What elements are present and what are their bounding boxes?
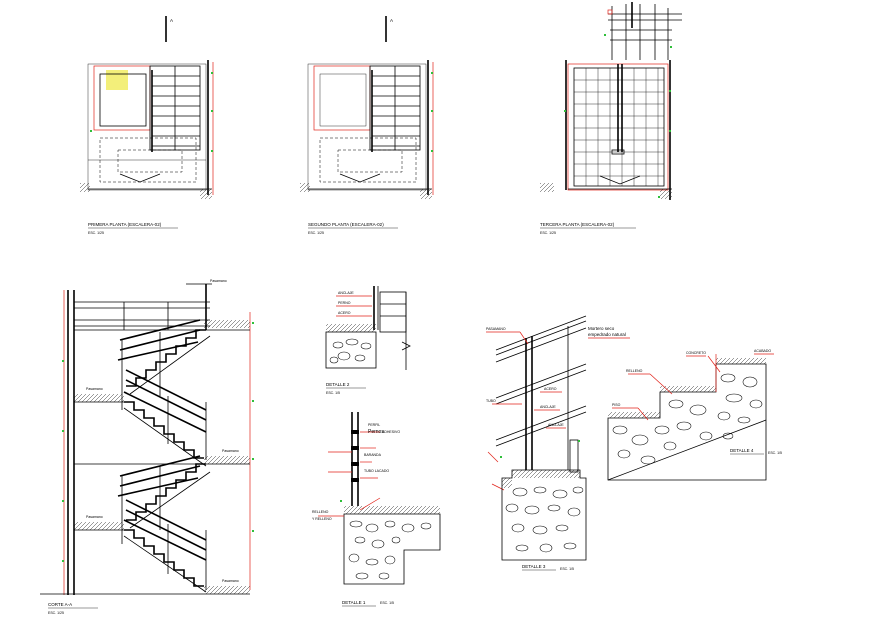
detail-3-label-1: PASAMANO (486, 327, 506, 331)
detail-4-title: DETALLE 4 (730, 448, 754, 453)
section-label-1: Pasamano (86, 387, 103, 391)
svg-text:CONCRETO: CONCRETO (686, 351, 706, 355)
detail-3-scale: ESC. 1/5 (560, 567, 574, 571)
detail-4-scale: ESC. 1/5 (768, 451, 782, 455)
svg-text:Pasamano: Pasamano (210, 279, 227, 283)
detail-4: Mortero seco empedrado natural (588, 326, 782, 481)
detail-2: ANCLAJE PERNO ACERO DETALLE 2 ESC. 1/5 (325, 286, 411, 395)
section-label-3: Pasamano (222, 579, 239, 583)
plan-2-title: SEGUNDO PLANTA (ESCALERA-02) (308, 222, 384, 227)
plan-1-title: PRIMERA PLANTA (ESCALERA-02) (88, 222, 162, 227)
detail-1-label-2: ADHESIVO (382, 430, 400, 434)
detail-2-title: DETALLE 2 (326, 382, 350, 387)
svg-text:PERFIL: PERFIL (368, 423, 380, 427)
plan-2-scale: ESC. 1/25 (308, 231, 324, 235)
detail-3-label-3: ANCLAJE (540, 405, 556, 409)
plan-3-scale: ESC. 1/25 (540, 231, 556, 235)
section-scale: ESC. 1/25 (48, 611, 64, 615)
section-a-a: Pasamano Pasamano Pasamano (40, 279, 254, 615)
svg-text:ANCLAJE: ANCLAJE (338, 291, 354, 295)
detail-2-scale: ESC. 1/5 (326, 391, 340, 395)
plan-first-floor: A (80, 16, 214, 235)
svg-text:Pasamano: Pasamano (222, 449, 239, 453)
cut-marker-2: A (390, 18, 393, 23)
detail-1-scale: ESC. 1/5 (380, 601, 394, 605)
section-label-2: Pasamano (86, 515, 103, 519)
plan-third-floor: TERCERA PLANTA (ESCALERA-02) ESC. 1/25 (540, 2, 682, 235)
detail-4-note-1: Mortero seco (588, 326, 615, 331)
detail-3: PASAMANO ACERO ANCLAJE TUBO ANCLAJE (486, 315, 587, 571)
detail-1: PERFIL Pernos ADHESIVO BARANDA TUBO LACA… (312, 412, 441, 607)
svg-text:RELLENO: RELLENO (312, 510, 329, 514)
detail-3-title: DETALLE 3 (522, 564, 546, 569)
plan-3-title: TERCERA PLANTA (ESCALERA-02) (540, 222, 615, 227)
detail-1-title: DETALLE 1 (342, 600, 366, 605)
cut-marker: A (170, 18, 173, 23)
plan-1-scale: ESC. 1/25 (88, 231, 104, 235)
svg-text:PERNO: PERNO (338, 301, 351, 305)
plan-second-floor: A SEGUNDO PLANTA (ESCALERA-02) ESC. (300, 16, 434, 235)
svg-text:RELLENO: RELLENO (626, 369, 643, 373)
svg-text:ANCLAJE: ANCLAJE (548, 423, 564, 427)
section-title: CORTE A-A (48, 602, 72, 607)
detail-3-label-2: ACERO (544, 387, 557, 391)
svg-text:TUBO LACADO: TUBO LACADO (364, 469, 389, 473)
svg-text:TUBO: TUBO (486, 399, 496, 403)
svg-text:PISO: PISO (612, 403, 621, 407)
detail-1-label-3: Y RELLENO (312, 517, 332, 521)
detail-1-label-1: Pernos (368, 429, 384, 435)
svg-text:BARANDA: BARANDA (364, 453, 382, 457)
svg-text:ACABADO: ACABADO (754, 349, 771, 353)
svg-text:ACERO: ACERO (338, 311, 351, 315)
detail-4-note-2: empedrado natural (588, 332, 626, 337)
